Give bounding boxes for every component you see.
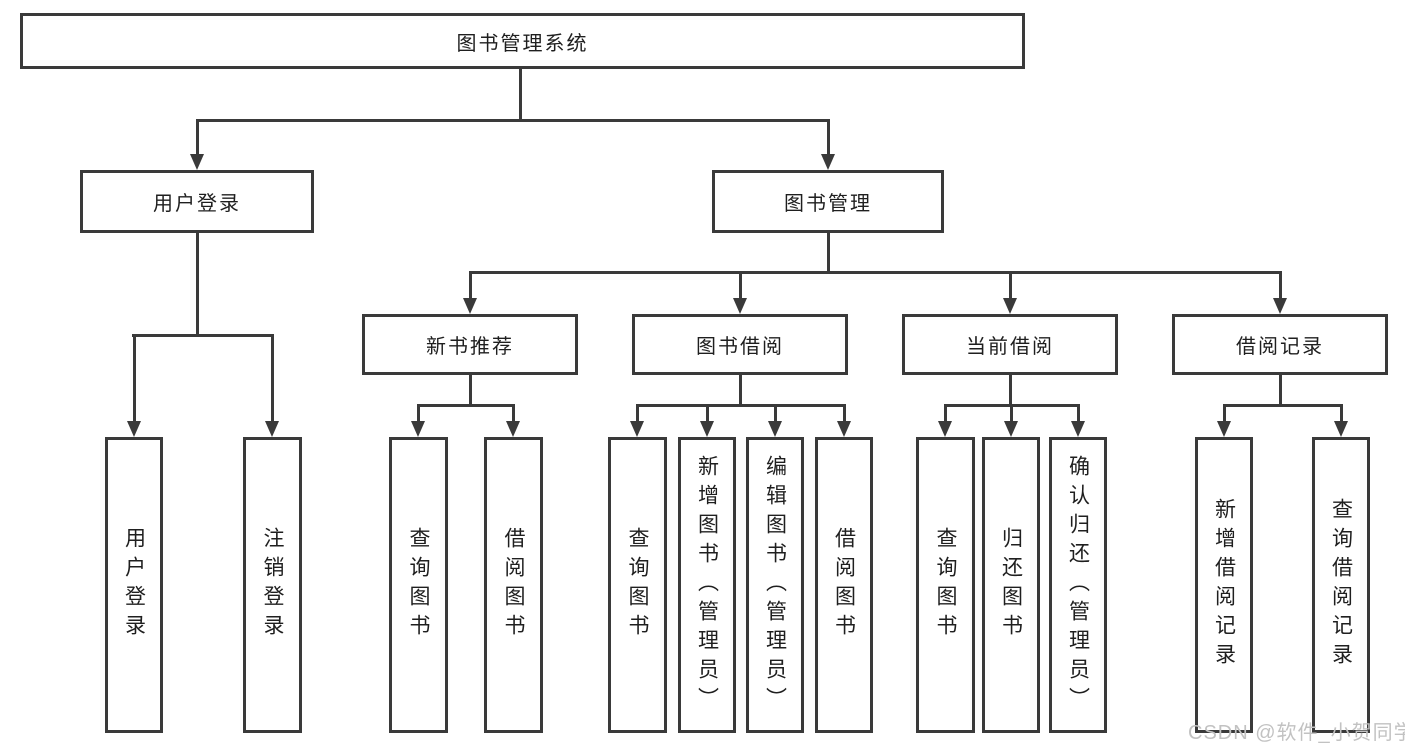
leaf-query-books-current: 查询图书 <box>916 437 975 733</box>
leaf-borrow-books-borrowing: 借阅图书 <box>815 437 873 733</box>
leaf-query-books-borrowing: 查询图书 <box>608 437 667 733</box>
connector-drop <box>133 334 136 423</box>
connector-drop <box>944 404 947 423</box>
connector-drop <box>1077 404 1080 423</box>
node-user-login: 用户登录 <box>80 170 314 233</box>
arrow-head <box>1004 421 1018 437</box>
arrow-head <box>1273 298 1287 314</box>
arrow-head <box>700 421 714 437</box>
node-borrowing-records: 借阅记录 <box>1172 314 1388 375</box>
connector-recommend-stem <box>469 375 472 406</box>
connector-drop <box>1010 404 1013 423</box>
connector-current-stem <box>1009 375 1012 406</box>
arrow-head <box>821 154 835 170</box>
leaf-edit-books-admin: 编辑图书（管理员） <box>746 437 804 733</box>
connector-userlogin-bar <box>132 334 274 337</box>
connector-drop <box>512 404 515 423</box>
connector-bookmgmt-bar <box>469 271 1281 274</box>
connector-root-stem <box>519 69 522 121</box>
arrow-head <box>190 154 204 170</box>
connector-drop <box>417 404 420 423</box>
connector-root-bar <box>196 119 830 122</box>
node-book-management: 图书管理 <box>712 170 944 233</box>
connector-drop <box>636 404 639 423</box>
connector-drop <box>1340 404 1343 423</box>
arrow-head <box>630 421 644 437</box>
connector-drop <box>774 404 777 423</box>
connector-drop <box>1009 271 1012 300</box>
connector-drop <box>469 271 472 300</box>
connector-drop <box>843 404 846 423</box>
leaf-add-books-admin: 新增图书（管理员） <box>678 437 736 733</box>
connector-drop <box>706 404 709 423</box>
connector-records-bar <box>1223 404 1342 407</box>
connector-userlogin-stem <box>196 233 199 336</box>
connector-records-stem <box>1279 375 1282 406</box>
connector-drop <box>739 271 742 300</box>
leaf-query-books-recommend: 查询图书 <box>389 437 448 733</box>
node-book-borrowing: 图书借阅 <box>632 314 848 375</box>
arrow-head <box>265 421 279 437</box>
connector-borrowing-stem <box>739 375 742 406</box>
connector-drop <box>196 119 199 156</box>
arrow-head <box>768 421 782 437</box>
connector-drop <box>271 334 274 423</box>
connector-bookmgmt-stem <box>827 233 830 274</box>
node-new-book-recommendation: 新书推荐 <box>362 314 578 375</box>
arrow-head <box>506 421 520 437</box>
arrow-head <box>1334 421 1348 437</box>
connector-drop <box>827 119 830 156</box>
arrow-head <box>411 421 425 437</box>
leaf-confirm-return-admin: 确认归还（管理员） <box>1049 437 1107 733</box>
arrow-head <box>733 298 747 314</box>
leaf-user-login: 用户登录 <box>105 437 163 733</box>
arrow-head <box>463 298 477 314</box>
connector-drop <box>1223 404 1226 423</box>
node-current-borrowing: 当前借阅 <box>902 314 1118 375</box>
watermark: CSDN @软件_小贺同学 <box>1188 722 1405 744</box>
arrow-head <box>1217 421 1231 437</box>
arrow-head <box>837 421 851 437</box>
connector-recommend-bar <box>417 404 514 407</box>
leaf-borrow-books-recommend: 借阅图书 <box>484 437 543 733</box>
connector-drop <box>1279 271 1282 300</box>
leaf-add-borrow-record: 新增借阅记录 <box>1195 437 1253 733</box>
arrow-head <box>1003 298 1017 314</box>
connector-borrowing-bar <box>636 404 845 407</box>
arrow-head <box>127 421 141 437</box>
arrow-head <box>1071 421 1085 437</box>
leaf-query-borrow-record: 查询借阅记录 <box>1312 437 1370 733</box>
leaf-return-books: 归还图书 <box>982 437 1040 733</box>
leaf-logout-login: 注销登录 <box>243 437 302 733</box>
arrow-head <box>938 421 952 437</box>
node-root: 图书管理系统 <box>20 13 1025 69</box>
